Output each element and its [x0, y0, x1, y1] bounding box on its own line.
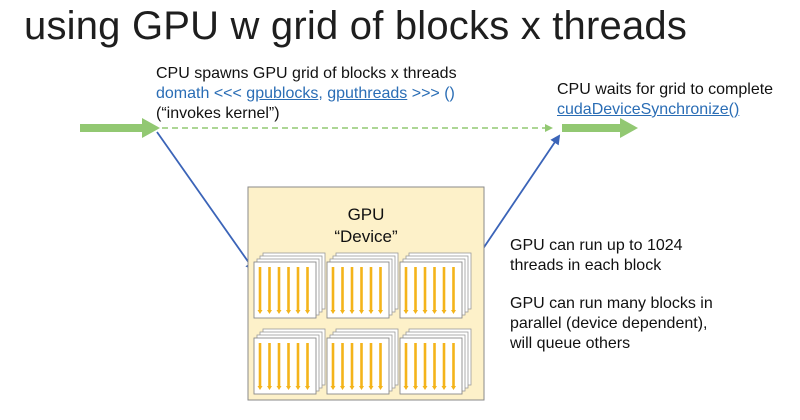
cpu-end-arrow: [562, 118, 638, 138]
kernel-name: domath <<<: [156, 85, 247, 102]
launch-description: CPU spawns GPU grid of blocks x threads: [156, 65, 457, 82]
thread-block: [326, 261, 390, 319]
thread-block: [399, 261, 463, 319]
note1-line1: GPU can run up to 1024: [510, 237, 683, 254]
note1-line2: threads in each block: [510, 257, 662, 274]
threads-per-block-note: GPU can run up to 1024 threads in each b…: [510, 236, 683, 276]
grid-complete-arrow: [469, 134, 561, 269]
cpu-start-arrow: [80, 118, 160, 138]
thread-block-stack: [253, 328, 326, 395]
kernel-launch-arrow: [156, 131, 256, 272]
thread-block-stack: [326, 252, 399, 319]
gpublocks-link[interactable]: gpublocks: [246, 85, 319, 102]
gpu-label: GPU: [347, 205, 385, 224]
thread-block-stack: [399, 328, 472, 395]
gputhreads-link[interactable]: gputhreads: [327, 85, 408, 102]
block-grid: [253, 252, 472, 395]
invokes-kernel-note: (“invokes kernel”): [156, 105, 280, 122]
thread-block-stack: [253, 252, 326, 319]
thread-block-stack: [399, 252, 472, 319]
thread-block: [399, 337, 463, 395]
wait-description: CPU waits for grid to complete: [557, 81, 774, 98]
note2-line2: parallel (device dependent),: [510, 315, 708, 332]
note2-line1: GPU can run many blocks in: [510, 295, 713, 312]
kernel-launch-code: domath <<< gpublocks, gputhreads >>> (): [156, 84, 455, 104]
thread-block: [326, 337, 390, 395]
device-label: “Device”: [334, 227, 398, 246]
thread-block: [253, 337, 317, 395]
code-suffix: >>> (): [407, 85, 455, 102]
slide-title: using GPU w grid of blocks x threads: [24, 4, 688, 48]
parallel-blocks-note: GPU can run many blocks in parallel (dev…: [510, 294, 713, 354]
cuda-device-synchronize-link[interactable]: cudaDeviceSynchronize(): [557, 101, 740, 118]
thread-block: [253, 261, 317, 319]
thread-block-stack: [326, 328, 399, 395]
note2-line3: will queue others: [510, 335, 631, 352]
code-separator: ,: [318, 85, 328, 102]
